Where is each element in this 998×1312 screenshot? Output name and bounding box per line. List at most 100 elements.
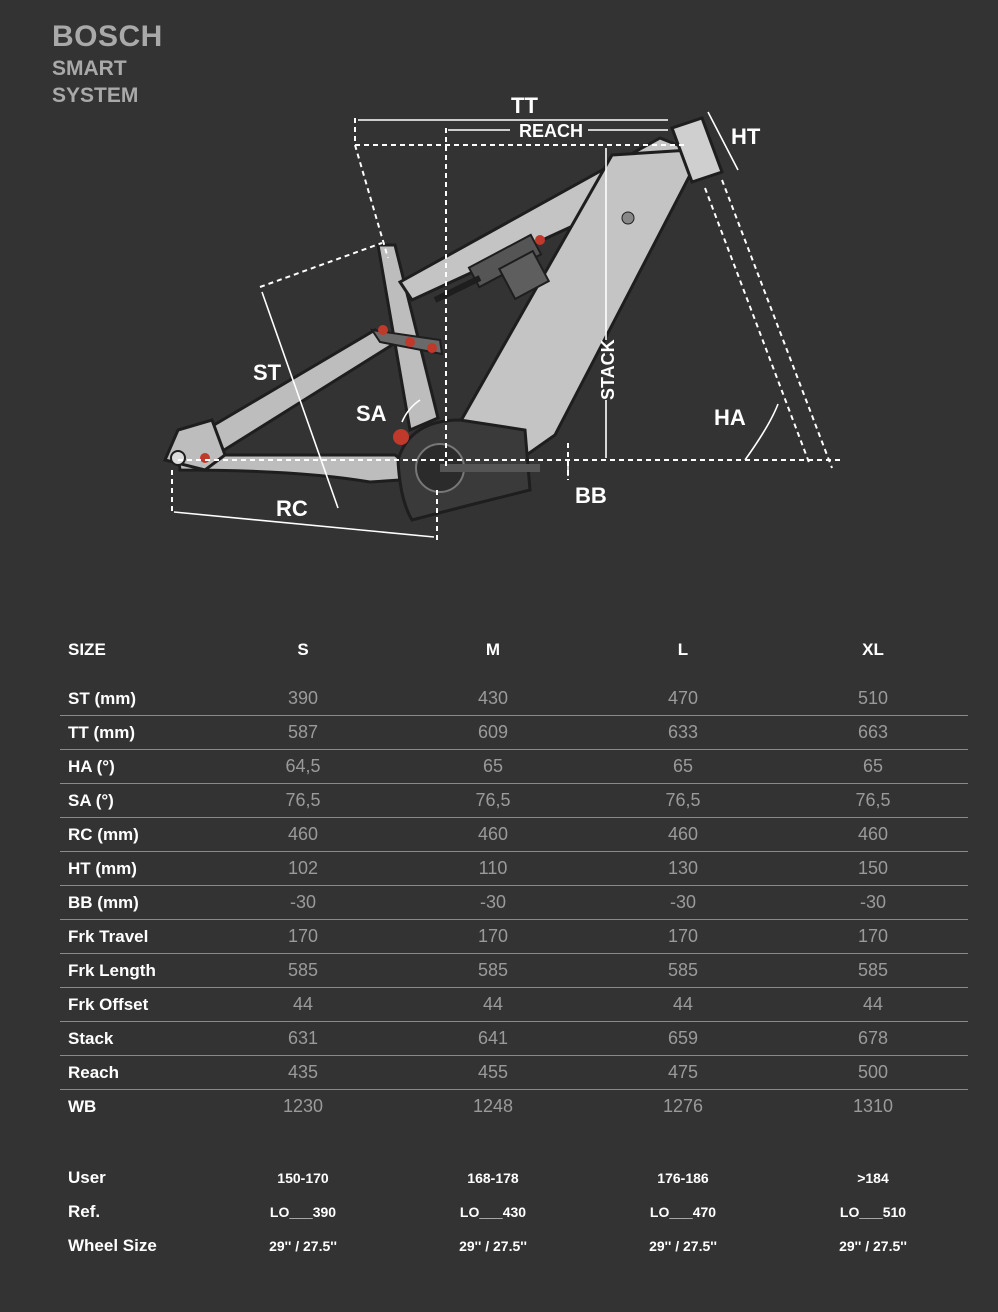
- row-label: Frk Travel: [60, 919, 208, 954]
- brand-line-2: SMART: [52, 57, 127, 80]
- cell-value: 64,5: [208, 749, 398, 784]
- row-label: HT (mm): [60, 851, 208, 886]
- label-sa: SA: [356, 401, 387, 426]
- row-label: User: [68, 1168, 106, 1187]
- header-size-xl: XL: [862, 640, 884, 659]
- cell-value: 29'' / 27.5'': [459, 1238, 527, 1254]
- cell-value: 1248: [472, 1096, 514, 1116]
- row-label: BB (mm): [60, 885, 208, 920]
- cell-value: 460: [398, 817, 588, 852]
- label-tt: TT: [511, 93, 538, 118]
- table-row: User 150-170 168-178 176-186 >184: [60, 1161, 968, 1195]
- table-header-row: SIZE S M L XL: [60, 632, 968, 668]
- cell-value: 176-186: [657, 1170, 709, 1186]
- cell-value: 633: [588, 715, 778, 750]
- dimension-arrows: [173, 111, 779, 538]
- brand-line-1: BOSCH: [52, 20, 163, 53]
- cell-value: LO___390: [269, 1204, 337, 1220]
- cell-value: 130: [588, 851, 778, 886]
- cell-value: 110: [398, 851, 588, 886]
- label-bb: BB: [575, 483, 607, 508]
- cell-value: -30: [778, 885, 968, 920]
- cell-value: 631: [208, 1021, 398, 1056]
- row-label: SA (°): [60, 783, 208, 818]
- cell-value: LO___510: [839, 1204, 907, 1220]
- header-size-m: M: [485, 640, 501, 659]
- cell-value: >184: [857, 1170, 889, 1186]
- row-label: Frk Length: [60, 953, 208, 988]
- cell-value: LO___470: [649, 1204, 717, 1220]
- cell-value: 76,5: [398, 783, 588, 818]
- header-size-l: L: [677, 640, 689, 659]
- cell-value: 1310: [852, 1096, 894, 1116]
- cell-value: -30: [398, 885, 588, 920]
- row-label: Ref.: [68, 1202, 101, 1221]
- cell-value: 510: [778, 682, 968, 716]
- cell-value: 168-178: [467, 1170, 519, 1186]
- cell-value: 641: [398, 1021, 588, 1056]
- cell-value: 65: [398, 749, 588, 784]
- cell-value: 76,5: [588, 783, 778, 818]
- cell-value: 76,5: [208, 783, 398, 818]
- cell-value: 585: [208, 953, 398, 988]
- cell-value: -30: [588, 885, 778, 920]
- cell-value: 470: [588, 682, 778, 716]
- header-size: SIZE: [68, 640, 106, 659]
- cell-value: 609: [398, 715, 588, 750]
- header-size-s: S: [297, 640, 309, 659]
- cell-value: 29'' / 27.5'': [269, 1238, 337, 1254]
- bike-geometry-diagram: TT REACH HT ST SA STACK HA RC BB: [162, 93, 840, 540]
- label-rc: RC: [276, 496, 308, 521]
- cell-value: 170: [208, 919, 398, 954]
- label-stack: STACK: [598, 339, 618, 400]
- row-label: Stack: [60, 1021, 208, 1056]
- row-label: Frk Offset: [60, 987, 208, 1022]
- cell-value: 460: [778, 817, 968, 852]
- cell-value: 1230: [282, 1096, 324, 1116]
- brand-logo: BOSCH SMART SYSTEM: [52, 20, 163, 107]
- cell-value: 150: [778, 851, 968, 886]
- cell-value: 659: [588, 1021, 778, 1056]
- cell-value: 150-170: [277, 1170, 329, 1186]
- cell-value: 678: [778, 1021, 968, 1056]
- cell-value: 170: [778, 919, 968, 954]
- cell-value: 1276: [662, 1096, 704, 1116]
- dimension-guides: [171, 118, 840, 540]
- cell-value: 585: [588, 953, 778, 988]
- row-label: TT (mm): [60, 715, 208, 750]
- cell-value: 65: [588, 749, 778, 784]
- cell-value: 435: [208, 1055, 398, 1090]
- cell-value: 44: [208, 987, 398, 1022]
- cell-value: 170: [588, 919, 778, 954]
- label-ht: HT: [731, 124, 761, 149]
- cell-value: 65: [778, 749, 968, 784]
- row-label: HA (°): [60, 749, 208, 784]
- cell-value: 460: [588, 817, 778, 852]
- row-label: ST (mm): [60, 682, 208, 716]
- cell-value: 455: [398, 1055, 588, 1090]
- bike-frame: [162, 116, 724, 522]
- cell-value: 585: [778, 953, 968, 988]
- cell-value: 390: [208, 682, 398, 716]
- row-label: RC (mm): [60, 817, 208, 852]
- cell-value: LO___430: [459, 1204, 527, 1220]
- row-label: Wheel Size: [68, 1236, 157, 1255]
- label-ha: HA: [714, 405, 746, 430]
- cell-value: 102: [208, 851, 398, 886]
- table-row: Ref. LO___390 LO___430 LO___470 LO___510: [60, 1195, 968, 1229]
- row-label: Reach: [60, 1055, 208, 1090]
- cell-value: 430: [398, 682, 588, 716]
